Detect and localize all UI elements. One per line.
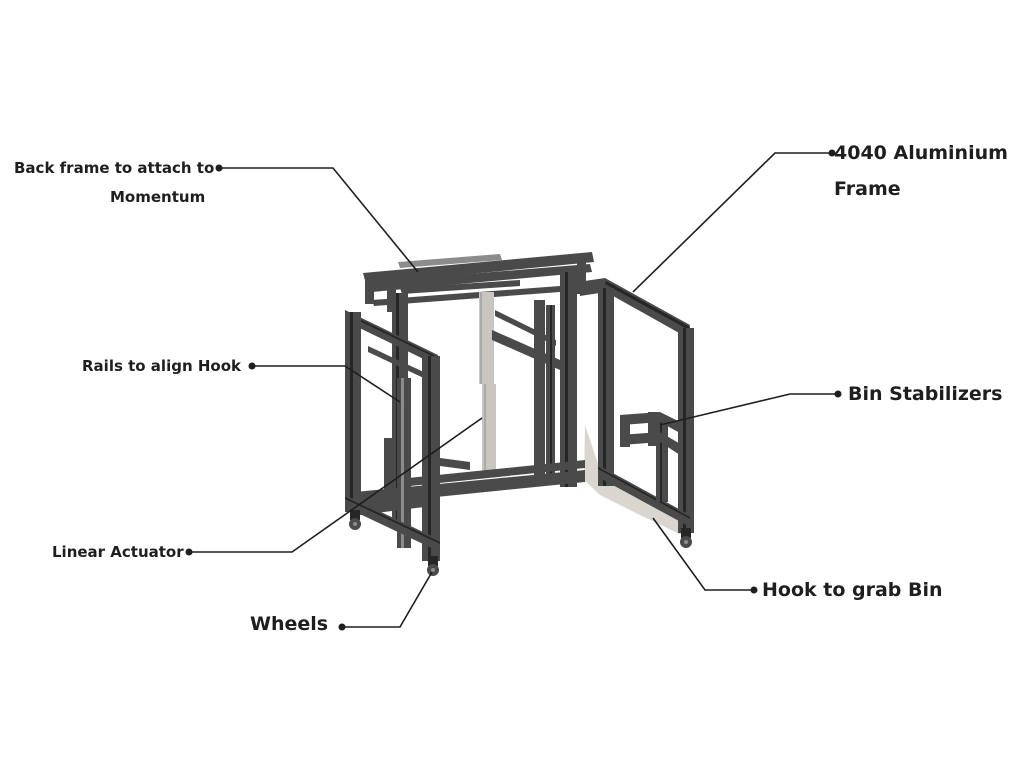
wheel-left-front [427,556,439,576]
leader-lines [185,149,842,631]
label-wheels: Wheels [250,613,329,635]
label-hook: Hook to grab Bin [762,579,943,601]
bottom-rails [355,458,585,515]
back-frame [363,252,594,312]
leader-hook [652,517,758,594]
label-rails: Rails to align Hook [82,357,241,375]
label-back-frame-line2: Momentum [110,188,206,206]
leader-aluminium-frame [632,149,836,293]
leader-linear-actuator [185,417,483,556]
label-bin-stabilizers: Bin Stabilizers [848,383,1003,405]
label-linear-actuator: Linear Actuator [52,543,184,561]
linear-actuator [479,292,496,476]
bin-stabilizers [620,412,682,455]
leader-wheels [338,571,433,631]
leader-back-frame [215,164,419,273]
label-aluminium-frame-line2: Frame [834,178,901,200]
rails [492,300,560,485]
leader-rails [248,362,401,403]
left-frame [345,310,440,561]
right-frame [578,278,694,533]
leader-bin-stabilizers [659,390,842,426]
label-back-frame-line1: Back frame to attach to [14,159,215,177]
wheels [349,510,692,576]
wheel-right-front [680,528,692,548]
wheel-left-back [349,510,361,530]
label-aluminium-frame-line1: 4040 Aluminium [834,142,1008,164]
